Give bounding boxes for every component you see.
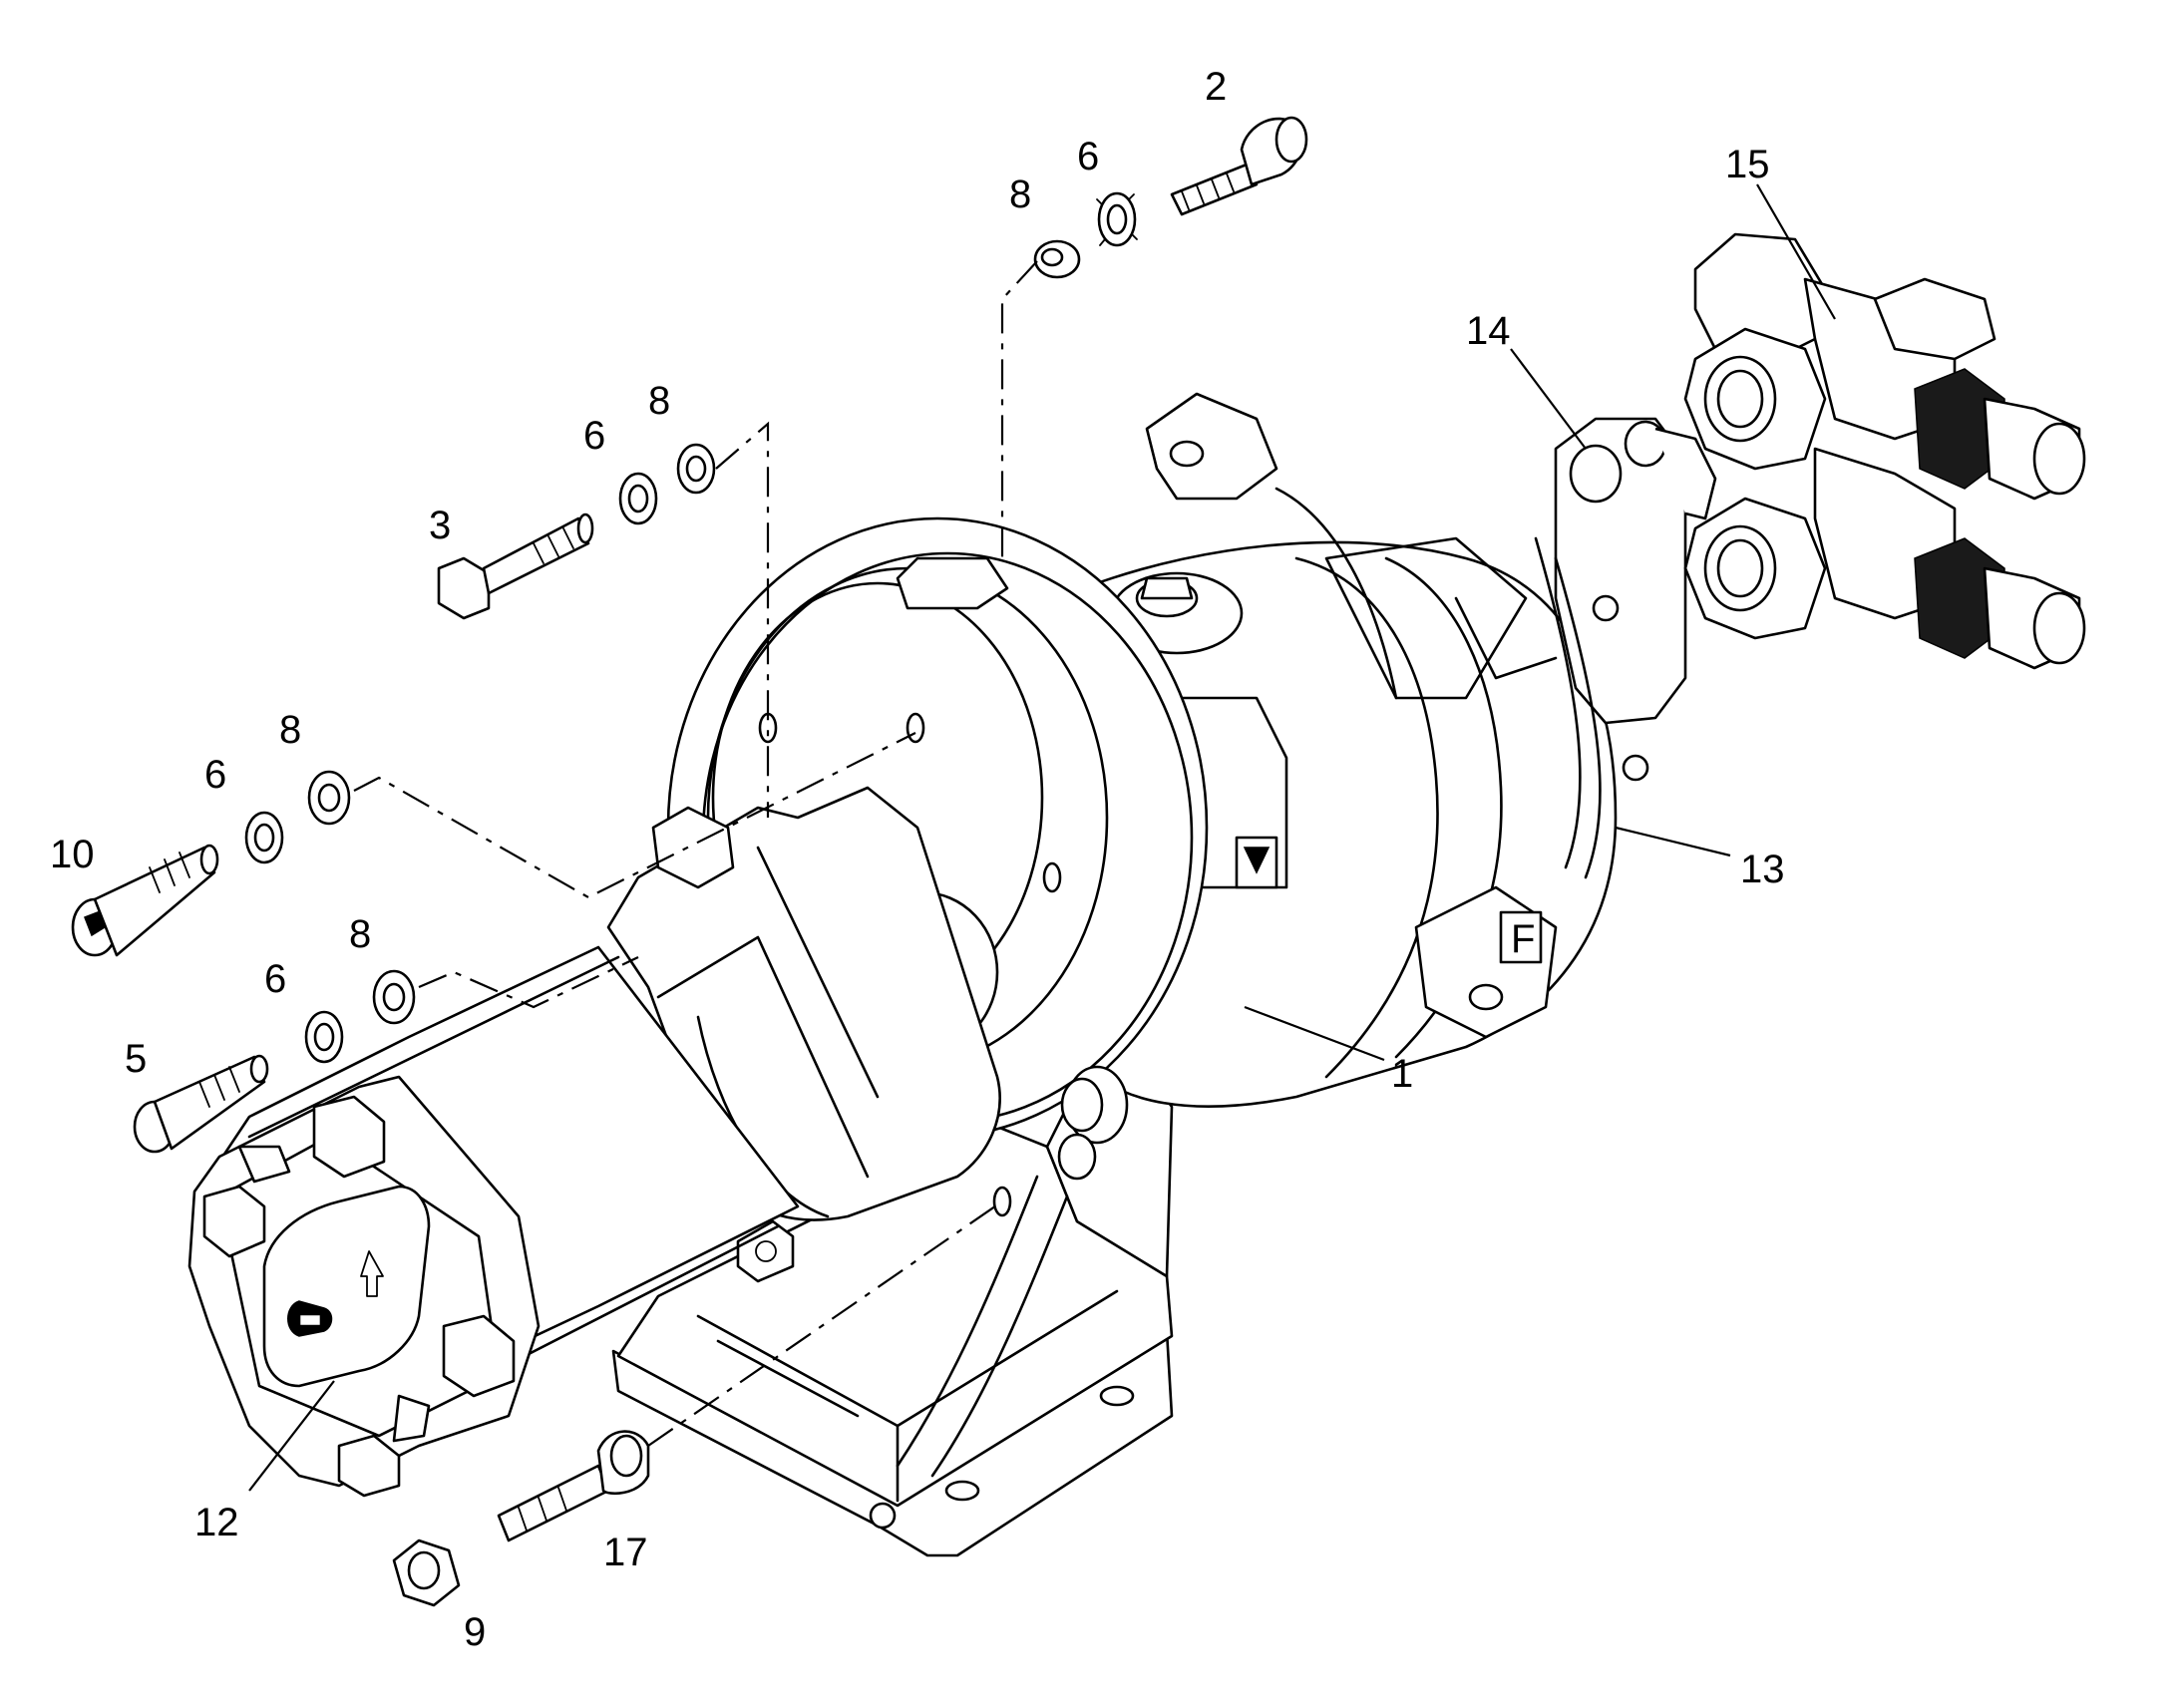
fasteners xyxy=(71,116,1308,1607)
bolt-17 xyxy=(497,1430,650,1542)
callout-2: 2 xyxy=(1205,65,1227,109)
callout-8d: 8 xyxy=(349,912,371,956)
lock-washer-6-top xyxy=(1096,191,1138,247)
callout-14: 14 xyxy=(1466,309,1511,353)
bolt-10 xyxy=(71,844,219,957)
callout-13: 13 xyxy=(1740,848,1785,891)
nut-9 xyxy=(392,1538,461,1607)
bolt-3 xyxy=(437,512,594,620)
callout-10: 10 xyxy=(50,833,95,876)
callout-5: 5 xyxy=(125,1037,147,1081)
valve-flange xyxy=(1534,417,1717,879)
callout-6d: 6 xyxy=(264,957,286,1001)
lock-washer-6-lower xyxy=(304,1010,344,1064)
flat-washer-8-left xyxy=(307,770,351,826)
callout-6a: 6 xyxy=(1077,135,1099,178)
callout-15: 15 xyxy=(1725,143,1770,186)
flat-washer-8-mid xyxy=(676,443,716,495)
svg-text:F: F xyxy=(1511,917,1535,961)
callout-3: 3 xyxy=(429,504,451,547)
lock-washer-6-mid xyxy=(618,472,658,525)
callout-17: 17 xyxy=(603,1531,648,1574)
bolt-5 xyxy=(133,1054,269,1154)
bolt-2 xyxy=(1170,116,1308,216)
callout-8b: 8 xyxy=(648,379,670,423)
lock-washer-6-left xyxy=(244,811,284,864)
callout-12: 12 xyxy=(194,1501,239,1544)
callout-6b: 6 xyxy=(583,414,605,458)
hose-fittings xyxy=(1683,232,2086,670)
callout-6c: 6 xyxy=(204,753,226,797)
hydraulic-pump xyxy=(187,786,1129,1498)
callout-9: 9 xyxy=(464,1610,486,1654)
leader-lines xyxy=(248,183,1836,1492)
flat-washer-8-top xyxy=(1033,239,1081,279)
callout-labels: 1 2 3 5 6 6 6 6 8 8 8 8 9 10 12 13 14 15… xyxy=(50,65,1785,1654)
flat-washer-8-lower xyxy=(372,969,416,1025)
assembly-lines xyxy=(353,260,1038,1447)
callout-1: 1 xyxy=(1391,1052,1413,1096)
callout-8c: 8 xyxy=(279,708,301,752)
callout-8a: 8 xyxy=(1009,172,1031,216)
